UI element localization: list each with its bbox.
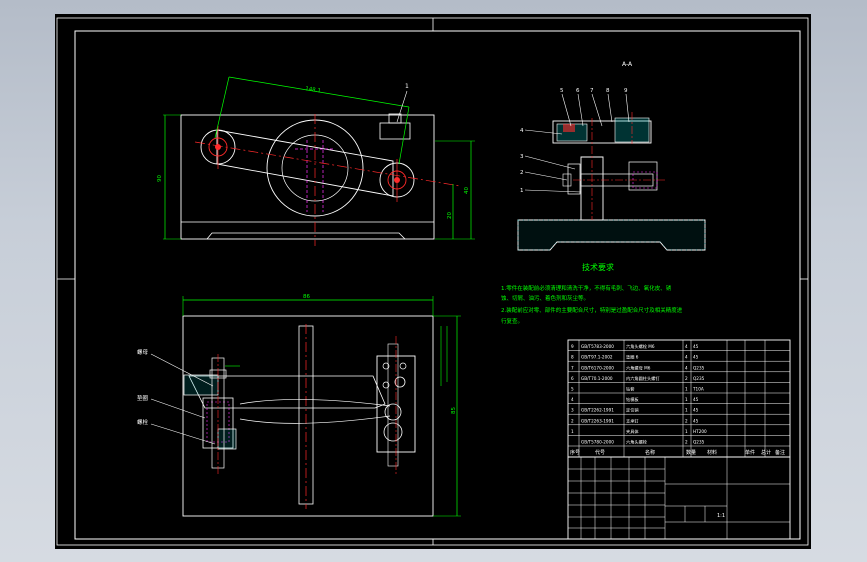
bom-cell: Q235 [693,376,705,381]
bom-cell: 1 [685,387,688,392]
tech-title: 技术要求 [582,262,614,272]
bom-header-cell: 数量 [686,449,696,456]
bom-cell: 1 [571,429,574,434]
bom-cell: Q235 [693,365,705,370]
part-label-bolt: 螺栓 [137,418,149,426]
bom-cell: 45 [693,408,699,413]
bom-header-cell: 材料 [707,449,717,456]
bom-cell: 钻模板 [626,396,639,403]
section-part-4: 4 [520,128,524,134]
bom-cell: 4 [571,397,574,402]
bom-cell: 4 [685,365,688,370]
bom-cell: 4 [685,355,688,360]
bom-header-cell: 备注 [775,449,785,456]
bom-cell: 9 [571,344,574,349]
section-view: A-A 5 6 7 8 [517,61,706,251]
bom-header-cell: 代号 [595,449,605,456]
cad-viewport[interactable]: 148.1 90 40 20 1 A-A [55,14,811,549]
bom-cell: 垫圈 6 [626,354,639,361]
top-part-number-1: 1 [405,83,409,90]
bom-cell: 8 [571,355,574,360]
dim-angled: 148.1 [305,86,321,94]
bom-cell: 六角螺母 M6 [626,364,651,371]
bom-header-cell: 序号 [570,449,580,456]
top-view: 螺母 垫圈 螺栓 [137,315,434,517]
tech-line-1: 1.零件在装配前必须清理和清洗干净，不得有毛刺、飞边、氧化皮、锈 [501,284,672,292]
section-part-5: 5 [560,88,564,94]
tech-line-2: 蚀、切屑、油污、着色剂和灰尘等。 [501,294,589,302]
title-block: 1:1 [567,456,791,540]
bom-cell: 1 [685,408,688,413]
bom-cell: 2 [571,418,574,423]
bom-cell: 1 [685,429,688,434]
dim-width-bottom: 86 [303,294,310,300]
section-part-1: 1 [520,188,524,194]
title-block-scale: 1:1 [717,513,725,519]
front-view-dimensions: 148.1 90 40 20 1 [157,76,475,240]
bom-cell: 2 [685,418,688,423]
bom-cell: 45 [693,418,699,423]
bom-cell: GB/T2262-1991 [581,408,614,413]
technical-requirements: 技术要求 1.零件在装配前必须清理和清洗干净，不得有毛刺、飞边、氧化皮、锈 蚀、… [501,262,683,325]
section-part-9: 9 [624,88,628,94]
bom-cell: 7 [571,365,574,370]
part-label-washer: 垫圈 [137,394,149,402]
bom-cell: 钻套 [626,386,635,393]
section-part-8: 8 [606,88,610,94]
bom-cell: 六角头螺栓 M6 [626,343,655,350]
bom-cell: 6 [571,376,574,381]
bom-cell: GB/T5780-2000 [581,440,614,445]
front-view [180,113,461,246]
bom-cell: 45 [693,355,699,360]
bom-cell: 45 [693,397,699,402]
bom-cell: 夹具体 [626,428,639,435]
bom-cell: GB/T6170-2000 [581,365,614,370]
section-part-2: 2 [520,170,524,176]
section-part-7: 7 [590,88,594,94]
bom-cell: 3 [571,408,574,413]
top-view-dimensions: 86 85 [182,294,461,517]
bom-cell: Q235 [693,440,705,445]
bom-cell: 5 [571,387,574,392]
bom-cell: 45 [693,344,699,349]
bom-cell: GB/T70.1-2000 [581,376,613,381]
bom-header-cell: 单件 [745,449,755,456]
tech-line-4: 行复查。 [501,317,523,325]
dim-height-left: 90 [157,175,163,182]
bom-cell: 支承钉 [626,417,639,424]
bom-cell: 内六角圆柱头螺钉 [626,375,660,382]
section-part-3: 3 [520,154,524,160]
section-part-6: 6 [576,88,580,94]
bom-cell: GB/T97.1-2002 [581,355,613,360]
bom-header-cell: 名称 [645,449,655,456]
inner-border [74,30,801,540]
bom-cell: 2 [685,440,688,445]
bom-cell: 4 [685,344,688,349]
bom-cell: 1 [685,397,688,402]
bom-cell: 2 [685,376,688,381]
tech-line-3: 2.装配前应对零、部件的主要配合尺寸，特别是过盈配合尺寸及相关精度进 [501,306,683,314]
outer-border [56,17,809,546]
bom-cell: GB/T2263-1991 [581,418,614,423]
bom-cell: 定位销 [626,407,639,414]
bom-header-cell: 总计 [761,449,771,456]
bom-cell: HT200 [693,429,707,434]
bom-cell: GB/T5783-2000 [581,344,614,349]
bom-cell: T10A [692,387,704,392]
dim-height-right: 40 [464,187,470,194]
part-label-nut: 螺母 [137,348,149,356]
assembly-drawing: 148.1 90 40 20 1 A-A [56,17,809,546]
dim-height-bottom: 85 [451,407,457,414]
section-label: A-A [622,61,633,68]
bom-cell: 六角头螺栓 [626,439,648,446]
dim-small-right: 20 [447,212,453,219]
